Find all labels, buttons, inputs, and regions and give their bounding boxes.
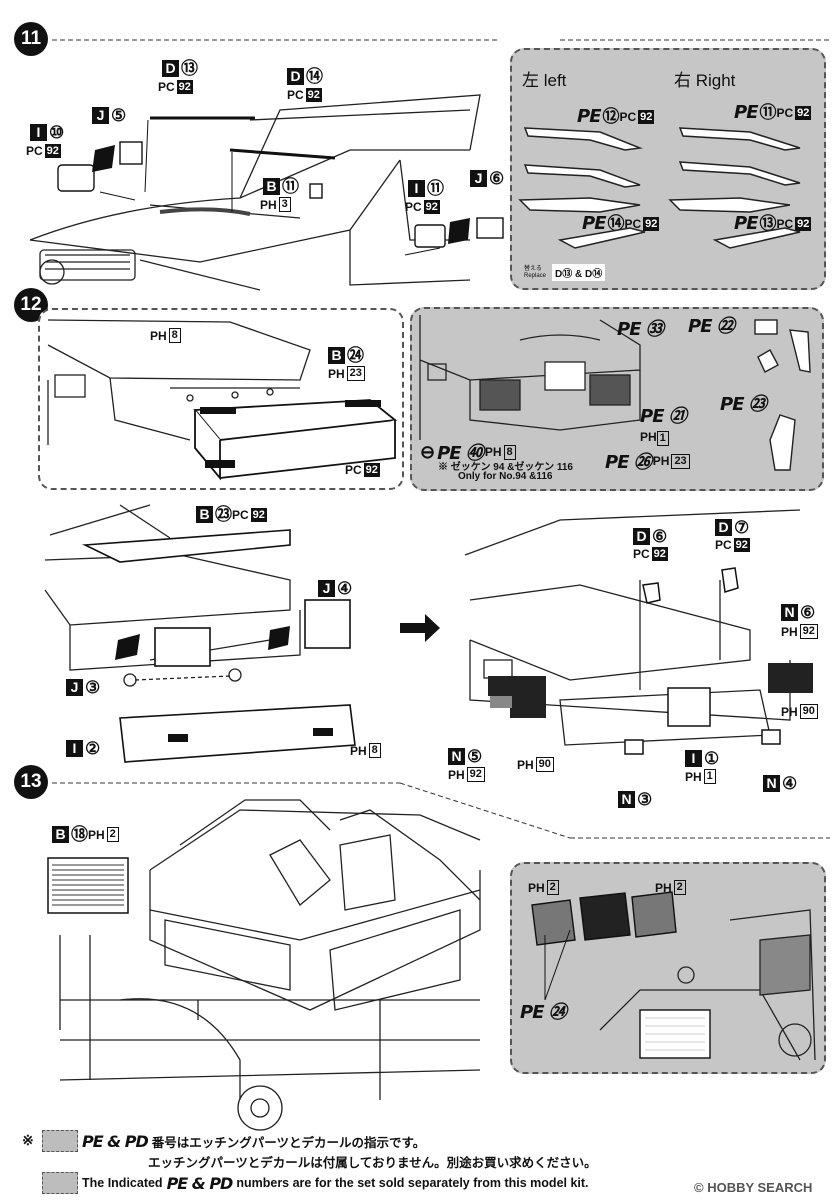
- pe40-note-jp: ※ ゼッケン 94 &ゼッケン 116: [438, 462, 573, 473]
- replace-parts: D⑬ & D⑭: [552, 264, 606, 281]
- pe40-note-en: Only for No.94 &116: [458, 471, 553, 482]
- step-13-badge: 13: [14, 765, 48, 799]
- pe22-label: PE ㉒: [688, 316, 735, 337]
- pe33-label: PE ㉝: [617, 319, 664, 340]
- footer-line2: エッチングパーツとデカールは付属しておりません。別途お買い求めください。: [148, 1156, 597, 1170]
- pe24-label: PE ㉔: [520, 1002, 567, 1023]
- footer-line1: PE & PD 番号はエッチングパーツとデカールの指示です。: [42, 1130, 425, 1152]
- step-11-badge: 11: [14, 22, 48, 56]
- footer-swatch-1: [42, 1130, 78, 1152]
- panel-right-label: 右 Right: [674, 71, 736, 90]
- replace-note: 替える Replace: [524, 266, 547, 279]
- footer-swatch-2: [42, 1172, 78, 1194]
- watermark: © HOBBY SEARCH: [694, 1180, 813, 1195]
- pe23-label: PE ㉓: [720, 394, 767, 415]
- footer-line3: The Indicated PE & PD numbers are for th…: [42, 1172, 589, 1194]
- footer-mark: ※: [22, 1132, 34, 1148]
- panel-left-label: 左 left: [522, 71, 567, 90]
- step-12-badge: 12: [14, 288, 48, 322]
